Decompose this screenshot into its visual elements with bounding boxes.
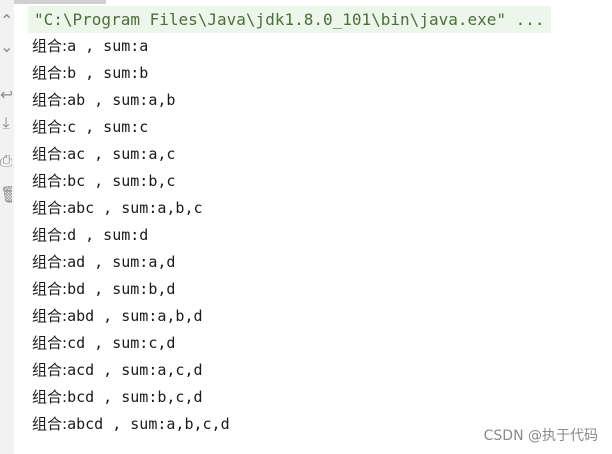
combo-value: a , sum:a <box>67 37 149 55</box>
combo-value: c , sum:c <box>67 118 149 136</box>
console-line: 组合:ac , sum:a,c <box>14 141 612 168</box>
combo-label: 组合: <box>32 172 68 190</box>
tab-indicator <box>0 0 106 4</box>
console-line: 组合:bd , sum:b,d <box>14 276 612 303</box>
console-line: 组合:d , sum:d <box>14 222 612 249</box>
combo-label: 组合: <box>32 145 68 163</box>
combo-value: ab , sum:a,b <box>67 91 176 109</box>
console-line: 组合:abc , sum:a,b,c <box>14 195 612 222</box>
combo-value: bcd , sum:b,c,d <box>67 388 203 406</box>
combo-label: 组合: <box>32 199 68 217</box>
combo-value: b , sum:b <box>67 64 149 82</box>
combo-value: acd , sum:a,c,d <box>67 361 203 379</box>
console-line: 组合:ab , sum:a,b <box>14 87 612 114</box>
watermark: CSDN @执于代码 <box>483 428 598 444</box>
chevron-down-icon[interactable]: ⌄ <box>0 37 12 56</box>
console-line: 组合:b , sum:b <box>14 60 612 87</box>
console-line: 组合:cd , sum:c,d <box>14 330 612 357</box>
combo-value: d , sum:d <box>67 226 149 244</box>
combo-value: abd , sum:a,b,d <box>67 307 203 325</box>
combo-label: 组合: <box>32 91 68 109</box>
combo-label: 组合: <box>32 64 68 82</box>
console-line: 组合:ad , sum:a,d <box>14 249 612 276</box>
combo-value: bd , sum:b,d <box>67 280 176 298</box>
combo-value: abc , sum:a,b,c <box>67 199 203 217</box>
command-line: "C:\Program Files\Java\jdk1.8.0_101\bin\… <box>28 6 551 33</box>
console-output[interactable]: "C:\Program Files\Java\jdk1.8.0_101\bin\… <box>14 6 612 454</box>
combo-value: ac , sum:a,c <box>67 145 176 163</box>
combo-label: 组合: <box>32 307 68 325</box>
combo-label: 组合: <box>32 118 68 136</box>
combo-label: 组合: <box>32 226 68 244</box>
combo-label: 组合: <box>32 334 68 352</box>
scroll-to-end-icon[interactable]: ⤓ <box>2 113 10 132</box>
soft-wrap-icon[interactable]: ↩ <box>0 85 12 104</box>
combo-label: 组合: <box>32 253 68 271</box>
console-toolbar: ⌃ ⌄ ↩ ⤓ ⎙ 🗑 <box>0 0 14 454</box>
combo-label: 组合: <box>32 388 68 406</box>
print-icon[interactable]: ⎙ <box>0 151 12 170</box>
combo-label: 组合: <box>32 361 68 379</box>
console-line: 组合:c , sum:c <box>14 114 612 141</box>
combo-label: 组合: <box>32 37 68 55</box>
delete-icon[interactable]: 🗑 <box>0 185 12 204</box>
combo-value: cd , sum:c,d <box>67 334 176 352</box>
console-line: 组合:abd , sum:a,b,d <box>14 303 612 330</box>
combo-value: ad , sum:a,d <box>67 253 176 271</box>
console-line: 组合:acd , sum:a,c,d <box>14 357 612 384</box>
combo-label: 组合: <box>32 280 68 298</box>
chevron-up-icon[interactable]: ⌃ <box>0 11 12 30</box>
console-line: 组合:a , sum:a <box>14 33 612 60</box>
console-line: 组合:bcd , sum:b,c,d <box>14 384 612 411</box>
combo-value: bc , sum:b,c <box>67 172 176 190</box>
console-line: 组合:abcd , sum:a,b,c,d <box>14 411 612 438</box>
combo-label: 组合: <box>32 415 68 433</box>
combo-value: abcd , sum:a,b,c,d <box>67 415 230 433</box>
console-line: 组合:bc , sum:b,c <box>14 168 612 195</box>
